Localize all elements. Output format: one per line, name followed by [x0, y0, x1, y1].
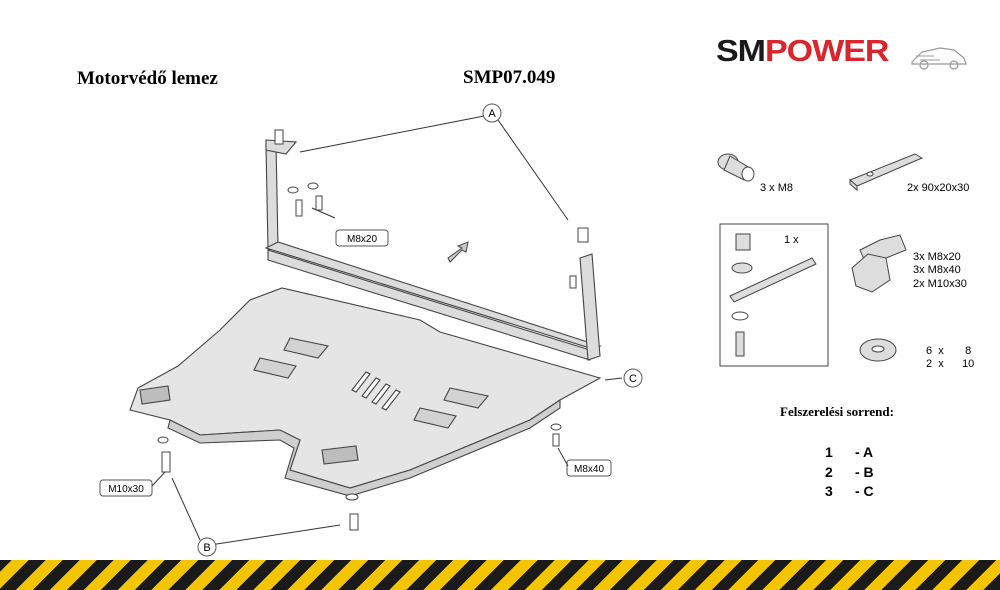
- bolt-label-left: M10x30: [108, 484, 144, 495]
- assembly-step-num: 2: [825, 464, 833, 480]
- assembly-step-letter: - C: [855, 483, 874, 499]
- bolt-label-box-right: [566, 459, 612, 477]
- callout-lines: [171, 115, 623, 546]
- direction-arrow-icon: [447, 241, 469, 263]
- nut-qty: 3 x M8: [760, 182, 794, 194]
- assembly-step-num: 1: [825, 444, 833, 460]
- nut-icon: [717, 153, 755, 182]
- assembly-step-letter: - A: [855, 444, 874, 460]
- hazard-stripe: [0, 560, 1000, 590]
- callout-c: C: [629, 373, 637, 385]
- callout-b: B: [203, 542, 210, 554]
- support-frame: [264, 139, 603, 361]
- washer-qty-1: 6 x 8: [926, 345, 972, 357]
- bolt-qty-2: 3x M8x40: [913, 264, 961, 276]
- bolt-label-box-top: [335, 229, 389, 247]
- bolts: [157, 182, 562, 531]
- kit-parts-icon: [729, 233, 817, 357]
- bolt-qty-1: 3x M8x20: [913, 251, 961, 263]
- callout-circles: [197, 103, 643, 557]
- callout-a: A: [488, 108, 496, 120]
- skid-plate: [129, 287, 602, 497]
- logo-part-power: POWER: [765, 33, 889, 69]
- plate-qty: 2x 90x20x30: [907, 182, 970, 194]
- washer-qty-2: 2 x 10: [926, 358, 975, 370]
- assembly-step: 1 - A: [825, 444, 873, 460]
- assembly-step: 3 - C: [825, 483, 874, 499]
- bolt-qty-3: 2x M10x30: [913, 278, 967, 290]
- page-title: Motorvédő lemez: [77, 68, 218, 89]
- logo-part-sm: SM: [716, 33, 766, 69]
- car-outline-icon: [911, 47, 967, 70]
- assembly-step: 2 - B: [825, 464, 874, 480]
- plate-icon: [849, 153, 924, 192]
- assembly-step-num: 3: [825, 483, 833, 499]
- bolt-label-box-left: [99, 479, 153, 497]
- bolt-label-right: M8x40: [574, 464, 604, 475]
- hex-bolt-icon: [851, 234, 907, 293]
- product-code: SMP07.049: [463, 67, 556, 88]
- kit-qty: 1 x: [784, 234, 799, 246]
- clip-fasteners: [274, 129, 589, 289]
- bolt-label-top: M8x20: [347, 234, 377, 245]
- parts-illustrations: [717, 153, 924, 367]
- assembly-order-title: Felszerelési sorrend:: [780, 404, 894, 419]
- assembly-step-letter: - B: [855, 464, 874, 480]
- exploded-diagram: A B C M8x20 M10x30 M8x40: [99, 103, 643, 557]
- smpower-logo: SMPOWER: [716, 33, 889, 69]
- washer-icon: [859, 338, 897, 362]
